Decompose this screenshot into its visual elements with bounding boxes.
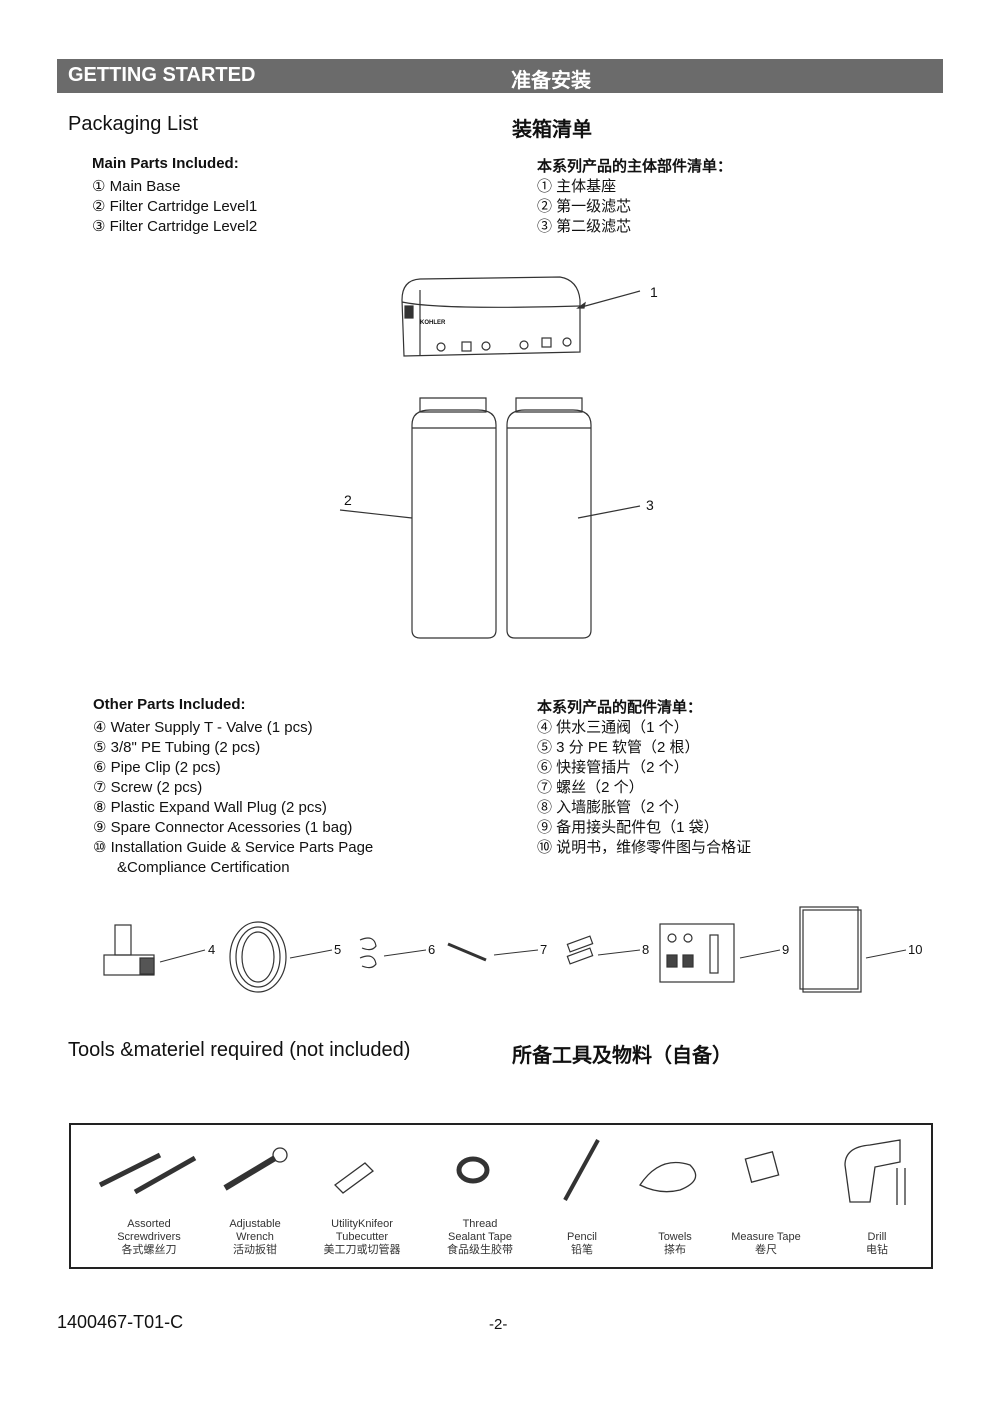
list-item: ⑥ 快接管插片（2 个） [537,759,689,776]
list-item: ⑦ 螺丝（2 个） [537,779,644,796]
list-item: ③ Filter Cartridge Level2 [92,218,258,235]
tools-title-en: Tools &materiel required (not included) [68,1039,411,1061]
callout-5: 5 [334,942,342,957]
list-item: &Compliance Certification [117,859,290,876]
callout-8: 8 [642,942,650,957]
filter-cartridge-1-drawing [339,397,497,639]
list-item: ② 第一级滤芯 [537,198,632,215]
main-parts-list-zh: ① 主体基座 ② 第一级滤芯 ③ 第二级滤芯 [537,177,631,237]
document-number: 1400467-T01-C [57,1312,184,1332]
towel-icon [639,1161,697,1193]
list-item: ⑨ 备用接头配件包（1 袋） [537,819,719,836]
section-title-zh: 准备安装 [511,70,591,92]
packaging-title-en: Packaging List [68,113,199,135]
list-item: ⑤ 3/8" PE Tubing (2 pcs) [93,739,261,756]
measure-tape-icon [744,1150,780,1184]
page-number: -2- [489,1316,508,1333]
list-item: ⑩ 说明书，维修零件图与合格证 [537,839,752,856]
brand-logo: KOHLER [420,320,446,326]
list-item: ⑨ Spare Connector Acessories (1 bag) [93,819,353,836]
list-item: ⑩ Installation Guide & Service Parts Pag… [93,839,374,856]
callout-2: 2 [344,492,352,508]
main-parts-heading-en: Main Parts Included: [92,155,239,172]
sealant-tape-icon [456,1156,490,1184]
t-valve-drawing [103,924,155,976]
other-parts-heading-zh: 本系列产品的配件清单： [537,699,703,716]
list-item: ⑦ Screw (2 pcs) [93,779,203,796]
connector-bag-drawing [659,923,735,983]
callout-4: 4 [208,942,216,957]
other-parts-list-zh: ④ 供水三通阀（1 个） ⑤ 3 分 PE 软管（2 根） ⑥ 快接管插片（2 … [537,718,751,858]
callout-7: 7 [540,942,548,957]
list-item: ④ 供水三通阀（1 个） [537,719,689,736]
pencil-icon [563,1139,600,1201]
wrench-icon [223,1147,288,1191]
tools-title-zh: 所备工具及物料（自备） [512,1045,732,1067]
list-item: ⑧ 入墙膨胀管（2 个） [537,799,689,816]
tools-box [69,1123,933,1269]
list-item: ① 主体基座 [537,178,617,195]
callout-10: 10 [908,942,923,957]
filter-cartridge-2-drawing [506,397,641,639]
wall-plug-drawing [566,935,594,965]
list-item: ⑤ 3 分 PE 软管（2 根） [537,739,700,756]
list-item: ② Filter Cartridge Level1 [92,198,258,215]
pipe-clip-drawing [359,937,377,969]
other-parts-list-en: ④ Water Supply T - Valve (1 pcs) ⑤ 3/8" … [93,718,373,878]
callout-1: 1 [650,284,658,300]
drill-icon [844,1139,906,1205]
manual-booklet-drawing [799,906,862,993]
main-base-drawing [401,276,641,357]
list-item: ⑧ Plastic Expand Wall Plug (2 pcs) [93,799,327,816]
pe-tubing-drawing [229,921,287,993]
list-item: ④ Water Supply T - Valve (1 pcs) [93,719,313,736]
callout-9: 9 [782,942,790,957]
list-item: ⑥ Pipe Clip (2 pcs) [93,759,221,776]
utility-knife-icon [334,1162,374,1194]
other-parts-heading-en: Other Parts Included: [93,696,246,713]
main-parts-list-en: ① Main Base ② Filter Cartridge Level1 ③ … [92,177,257,237]
packaging-title-zh: 装箱清单 [512,119,592,141]
main-parts-heading-zh: 本系列产品的主体部件清单： [537,158,733,175]
callout-3: 3 [646,497,654,513]
callout-6: 6 [428,942,436,957]
section-header-bar: GETTING STARTED 准备安装 [57,59,943,93]
screw-drawing [447,942,487,962]
list-item: ③ 第二级滤芯 [537,218,632,235]
section-title-en: GETTING STARTED [68,64,256,86]
list-item: ① Main Base [92,178,181,195]
screwdriver-icon [98,1152,197,1195]
callout-lines [159,949,907,963]
